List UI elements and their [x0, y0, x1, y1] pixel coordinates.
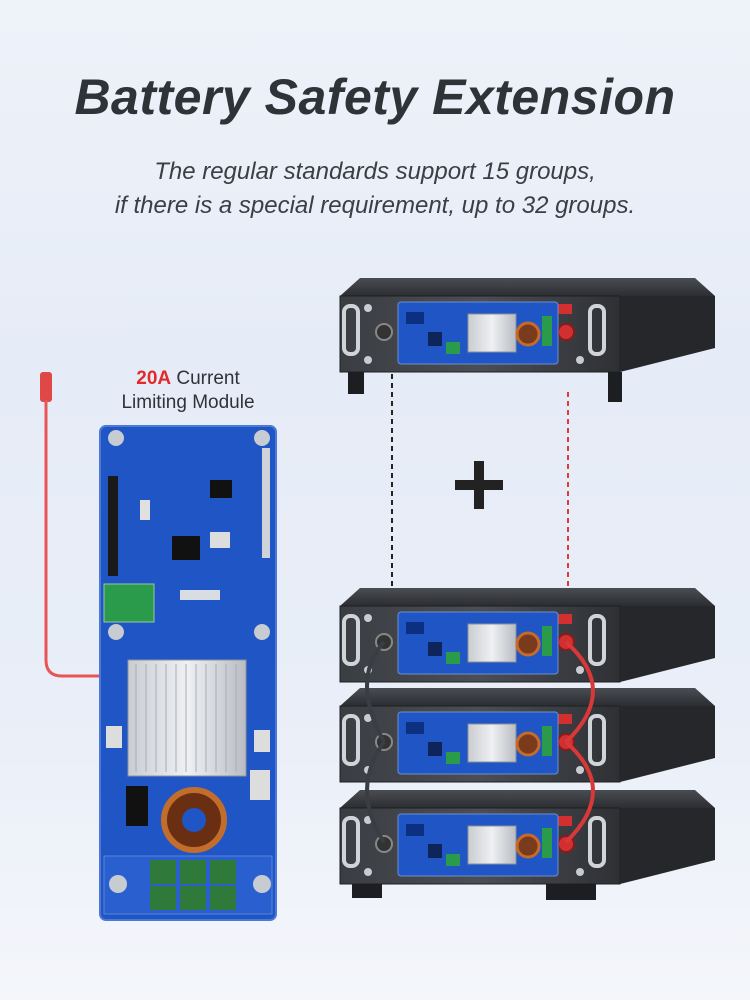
module-label: 20A Current Limiting Module	[100, 367, 276, 415]
stack-cables	[365, 640, 595, 844]
module-label-line2: Limiting Module	[121, 392, 255, 413]
module-label-rest: Current	[171, 368, 240, 389]
module-label-highlight: 20A	[136, 368, 172, 389]
battery-rack-1	[340, 588, 715, 682]
subtitle-line-2: if there is a special requirement, up to…	[114, 192, 636, 219]
battery-rack-top	[340, 278, 715, 402]
plus-icon	[455, 458, 503, 518]
bms-board	[40, 372, 277, 921]
subtitle-line-1: The regular standards support 15 groups,	[154, 158, 596, 185]
battery-rack-2	[340, 688, 715, 782]
page-title: Battery Safety Extension	[74, 69, 676, 125]
battery-rack-3	[340, 790, 715, 884]
